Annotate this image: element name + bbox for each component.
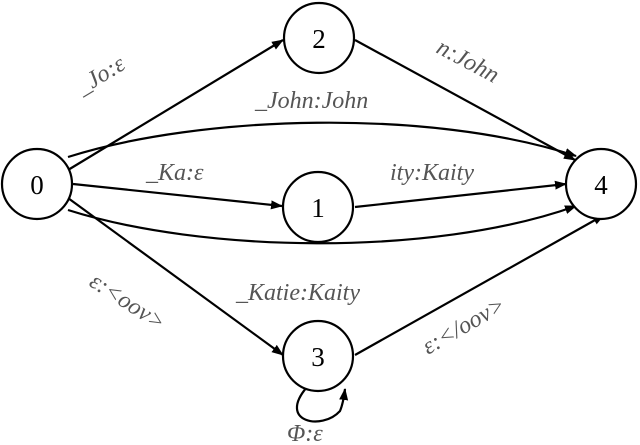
node-4-label: 4: [594, 170, 608, 200]
node-3-label: 3: [311, 342, 325, 372]
self-loop-3: [296, 386, 349, 423]
edge-1-to-4: [354, 180, 567, 209]
edge-0-to-3: [67, 197, 284, 356]
edge-0-to-1-label: _Ka:ε: [145, 160, 204, 186]
node-1-label: 1: [311, 193, 325, 223]
edge-0-to-4-katie-label: _Katie:Kaity: [235, 280, 360, 306]
edge-1-to-4-label: ity:Kaity: [390, 160, 474, 186]
node-3: 3: [281, 319, 355, 393]
edge-0-to-2: [67, 39, 284, 171]
node-4: 4: [564, 147, 638, 221]
edge-3-to-4-label: ε:</oov>: [418, 292, 510, 360]
node-1: 1: [281, 170, 355, 244]
edge-0-to-1: [72, 182, 283, 210]
node-0-label: 0: [30, 170, 44, 200]
edge-0-to-4-john-label: _John:John: [254, 88, 368, 114]
self-loop-3-label: Φ:ε: [287, 421, 323, 445]
edge-2-to-4: [354, 39, 576, 161]
node-2-label: 2: [312, 24, 326, 54]
node-0: 0: [0, 147, 74, 221]
edge-3-to-4: [354, 214, 605, 356]
edge-0-to-4-john: [67, 121, 577, 159]
edge-0-to-4-katie: [67, 204, 577, 245]
edge-0-to-2-label: _Jo:ε: [71, 51, 130, 101]
node-2: 2: [282, 1, 356, 75]
edge-0-to-3-label: ε:<oov>: [85, 268, 170, 336]
edge-2-to-4-label: n:John: [432, 34, 503, 88]
